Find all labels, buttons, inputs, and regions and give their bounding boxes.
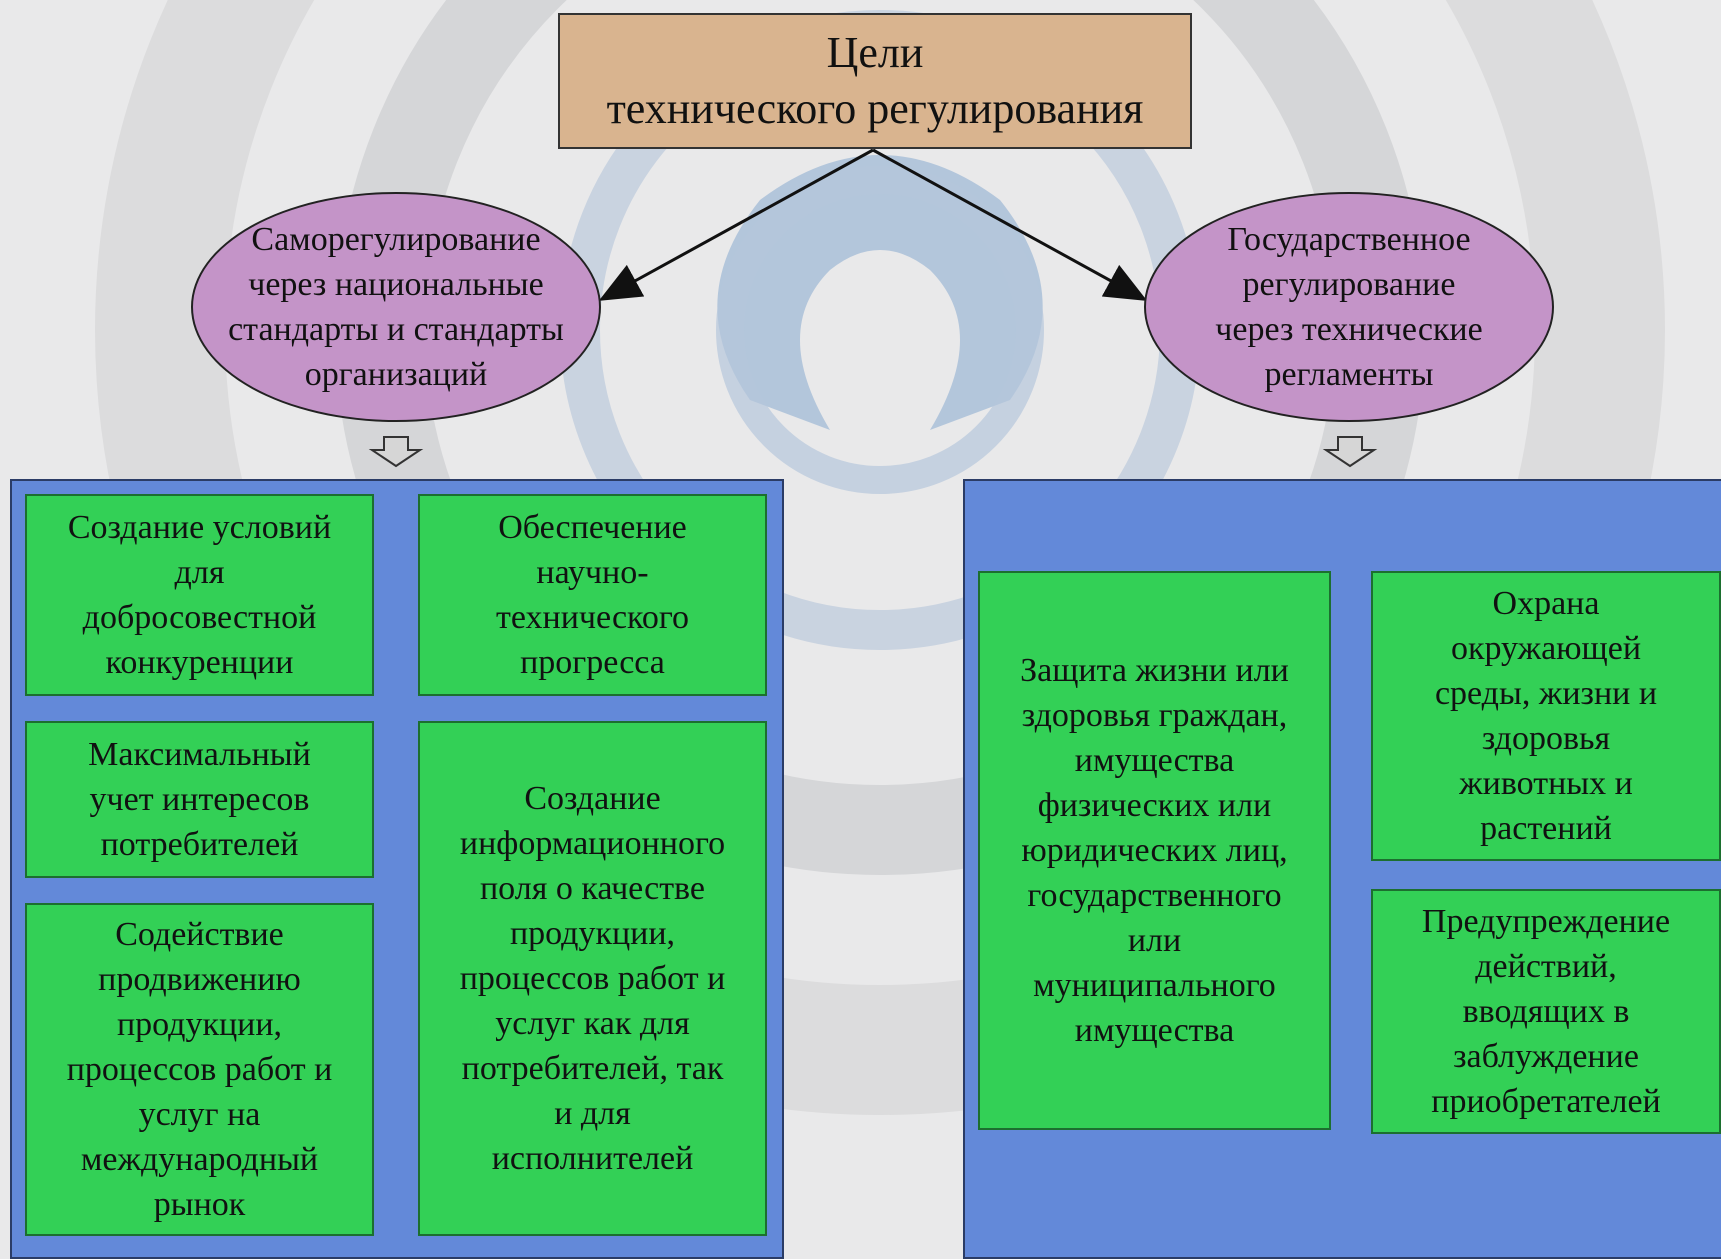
diagram-title: Цели технического регулирования [558, 13, 1192, 149]
goal-fair-competition: Создание условий для добросовестной конк… [25, 494, 374, 696]
goal-information-field: Создание информационного поля о качестве… [418, 721, 767, 1236]
goal-protection-of-life: Защита жизни или здоровья граждан, имуще… [978, 571, 1331, 1130]
goal-environment-protection: Охрана окружающей среды, жизни и здоровь… [1371, 571, 1721, 861]
goal-international-market: Содействие продвижению продукции, процес… [25, 903, 374, 1236]
self-regulation-ellipse: Саморегулирование через национальные ста… [191, 192, 601, 422]
state-regulation-ellipse: Государственное регулирование через техн… [1144, 192, 1554, 422]
goal-scientific-progress: Обеспечение научно- технического прогрес… [418, 494, 767, 696]
goal-consumer-interests: Максимальный учет интересов потребителей [25, 721, 374, 878]
goal-prevent-misleading: Предупреждение действий, вводящих в забл… [1371, 889, 1721, 1134]
